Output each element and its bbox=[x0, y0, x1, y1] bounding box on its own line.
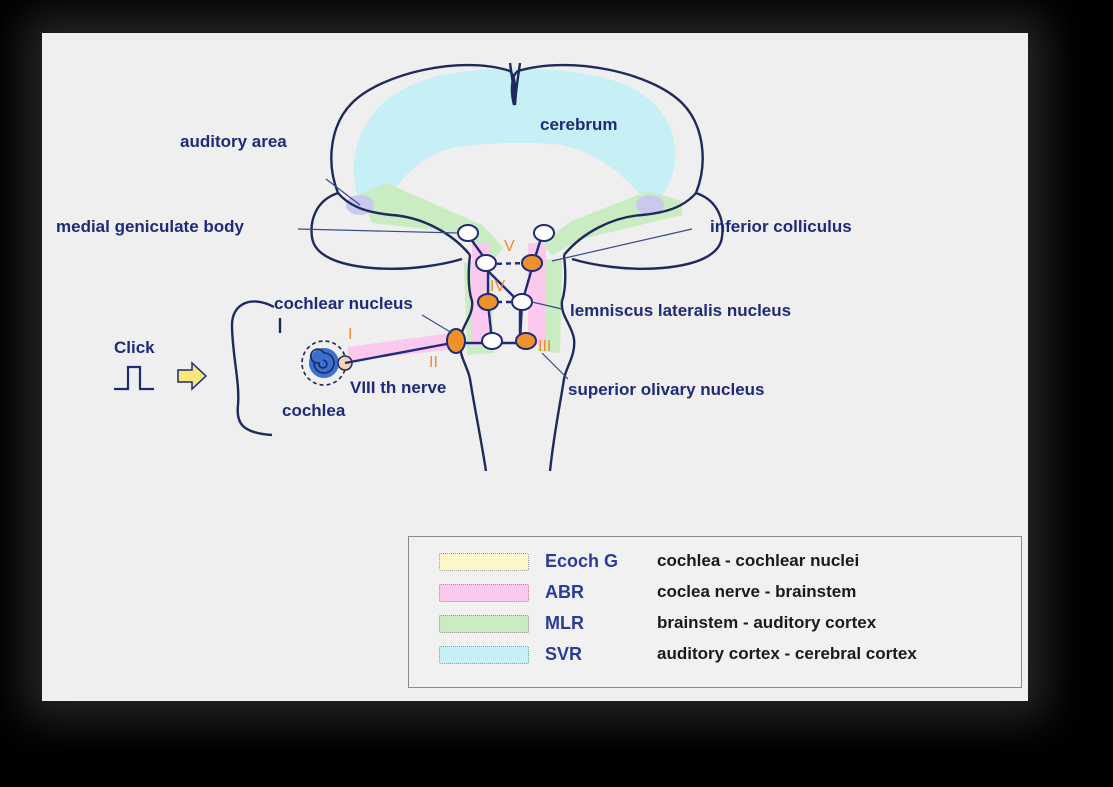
legend-desc: brainstem - auditory cortex bbox=[657, 613, 876, 633]
label-viii-nerve: VIII th nerve bbox=[350, 378, 446, 397]
abr-band-nerve bbox=[347, 333, 454, 361]
legend-swatch-ecochg bbox=[439, 553, 529, 571]
arrow-right-icon bbox=[178, 363, 206, 389]
wave-label-III: III bbox=[538, 338, 551, 355]
node-mgb-right bbox=[534, 225, 554, 241]
label-cerebrum: cerebrum bbox=[540, 115, 617, 134]
node-ll-right bbox=[512, 294, 532, 310]
node-so-left bbox=[482, 333, 502, 349]
legend-box: Ecoch G cochlea - cochlear nuclei ABR co… bbox=[408, 536, 1022, 688]
label-cochlear-nucleus: cochlear nucleus bbox=[274, 294, 413, 313]
legend-desc: cochlea - cochlear nuclei bbox=[657, 551, 859, 571]
legend-desc: coclea nerve - brainstem bbox=[657, 582, 856, 602]
wave-label-II: II bbox=[429, 354, 438, 371]
label-click: Click bbox=[114, 338, 155, 357]
label-superior-olivary-nucleus: superior olivary nucleus bbox=[568, 380, 765, 399]
wave-label-V: V bbox=[504, 238, 515, 255]
label-cochlea: cochlea bbox=[282, 401, 346, 420]
cochlea-icon bbox=[302, 341, 352, 385]
legend-swatch-svr bbox=[439, 646, 529, 664]
node-ic-left bbox=[476, 255, 496, 271]
slide: cerebrum auditory area medial geniculate… bbox=[42, 33, 1028, 701]
legend-desc: auditory cortex - cerebral cortex bbox=[657, 644, 917, 664]
legend-swatch-abr bbox=[439, 584, 529, 602]
node-mgb-left bbox=[458, 225, 478, 241]
wave-label-I: I bbox=[348, 326, 352, 343]
legend-abbr: SVR bbox=[545, 644, 582, 665]
wave-label-IV: IV bbox=[490, 278, 505, 295]
legend-swatch-mlr bbox=[439, 615, 529, 633]
label-inferior-colliculus: inferior colliculus bbox=[710, 217, 852, 236]
legend-abbr: ABR bbox=[545, 582, 584, 603]
label-lemniscus-lateralis-nucleus: lemniscus lateralis nucleus bbox=[570, 301, 791, 320]
ear-outline bbox=[232, 301, 274, 435]
node-so-right bbox=[516, 333, 536, 349]
click-waveform-icon bbox=[114, 367, 154, 389]
label-auditory-area: auditory area bbox=[180, 132, 287, 151]
legend-abbr: Ecoch G bbox=[545, 551, 618, 572]
legend-abbr: MLR bbox=[545, 613, 584, 634]
node-ic-right bbox=[522, 255, 542, 271]
label-medial-geniculate-body: medial geniculate body bbox=[56, 217, 245, 236]
node-ll-left bbox=[478, 294, 498, 310]
node-cochlear-nucleus bbox=[447, 329, 465, 353]
